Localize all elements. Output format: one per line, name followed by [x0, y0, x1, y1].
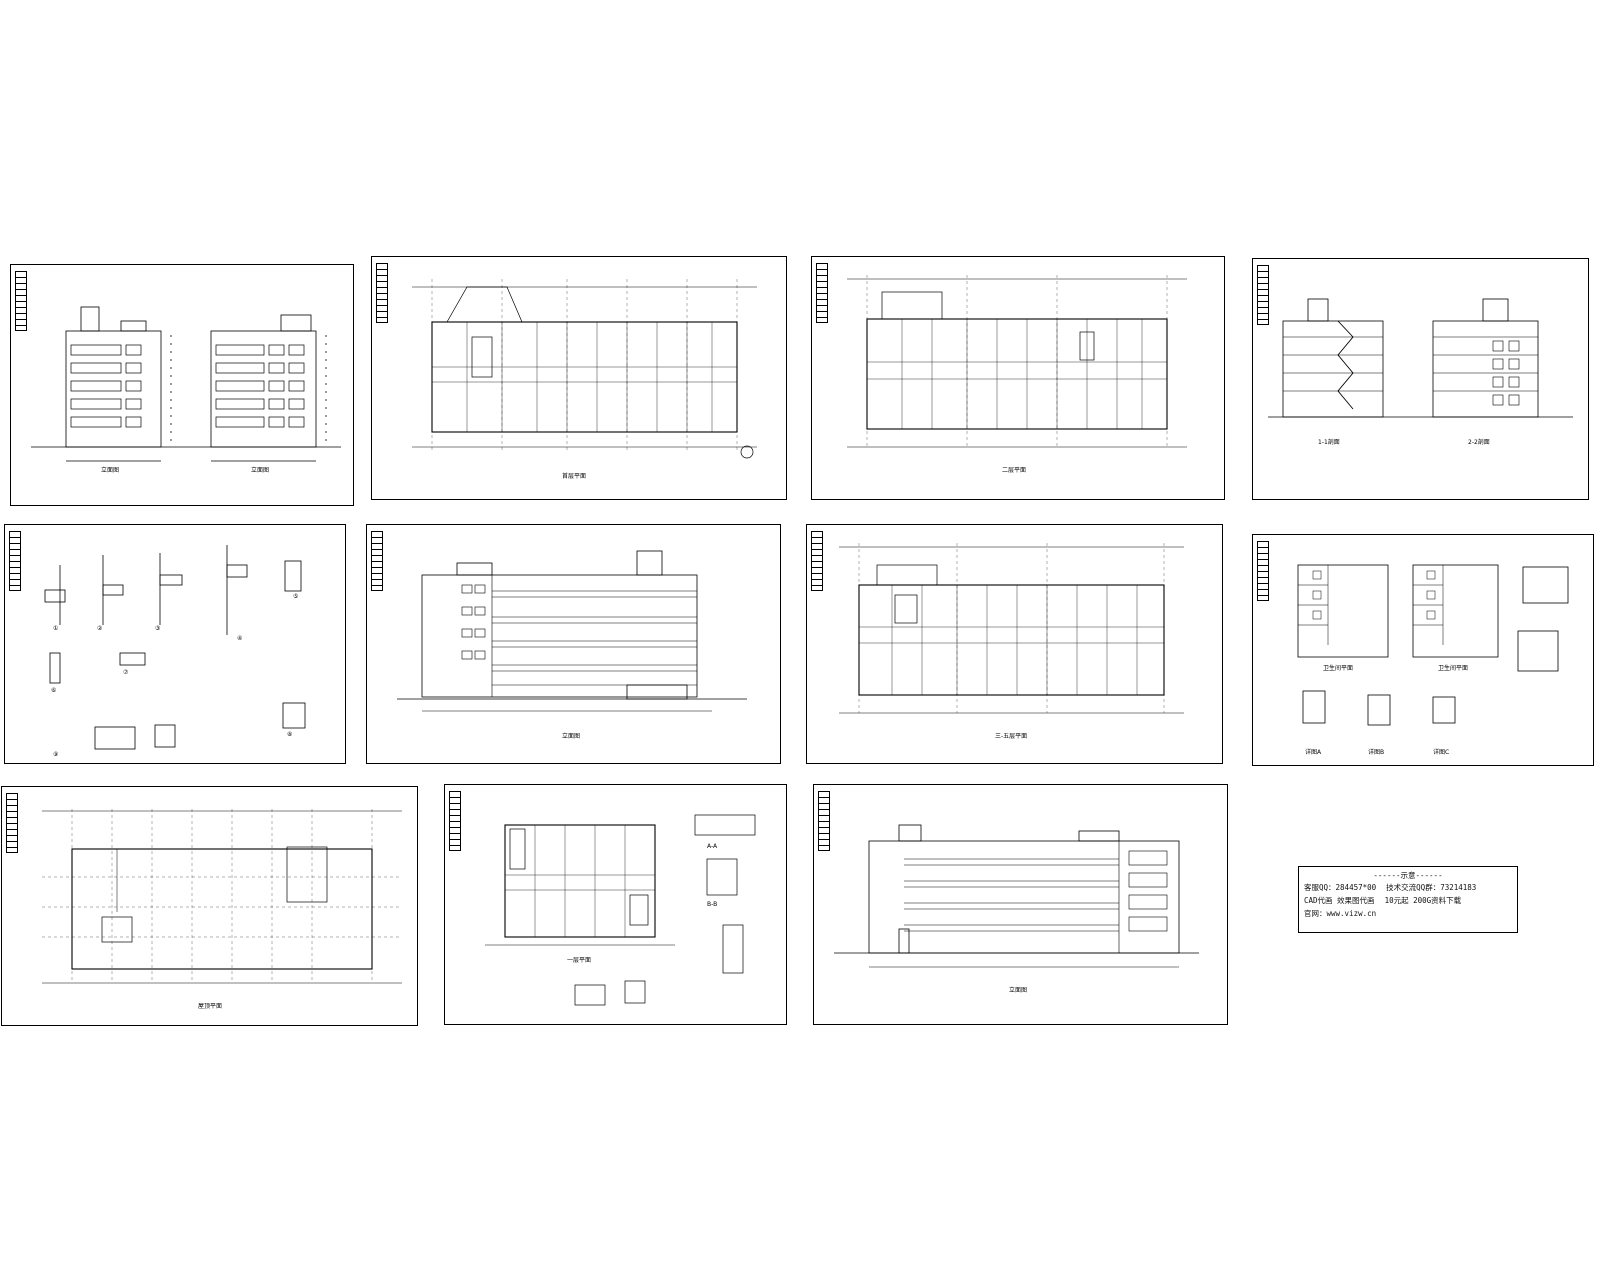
- title-block: [9, 531, 21, 591]
- caption: ③: [155, 625, 161, 632]
- detail-drawing: [1297, 564, 1569, 726]
- caption: ⑧: [287, 731, 293, 738]
- roof-plan-drawing: [42, 809, 402, 984]
- caption: 详图A: [1305, 749, 1322, 756]
- title-block: [1257, 541, 1269, 601]
- caption: ④: [237, 635, 243, 642]
- title-block: [376, 263, 388, 323]
- caption: 卫生间平面: [1438, 665, 1469, 672]
- caption: B-B: [707, 901, 718, 908]
- floor-plan-drawing: [847, 275, 1187, 448]
- caption: 1-1剖面: [1318, 439, 1340, 446]
- legend-line1a: 客服QQ：284457*00: [1304, 883, 1377, 892]
- elevation-drawing: [834, 824, 1199, 968]
- caption: ②: [97, 625, 103, 632]
- caption: 卫生间平面: [1323, 665, 1354, 672]
- caption: 立面图: [1009, 987, 1028, 994]
- caption: 立面图: [562, 733, 581, 740]
- legend-line1b: 技术交流QQ群：73214183: [1386, 883, 1477, 892]
- legend-line2b: 10元起 200G资料下载: [1384, 896, 1462, 905]
- drawing-sheet-long-elevation: 立面图: [366, 524, 781, 764]
- caption: 2-2剖面: [1468, 439, 1490, 446]
- caption: ①: [53, 625, 59, 632]
- drawing-sheet-rear-elevation: 立面图: [813, 784, 1228, 1025]
- elevation-drawing: [31, 306, 341, 462]
- caption: 首层平面: [562, 473, 587, 480]
- section-drawing: [1268, 298, 1573, 418]
- info-legend-box: ------示意------ 客服QQ：284457*00 技术交流QQ群：73…: [1298, 866, 1518, 933]
- drawing-sheet-annex-plan: 一层平面 A-A B-B: [444, 784, 787, 1025]
- caption: 立面图: [101, 467, 120, 474]
- title-block: [1257, 265, 1269, 325]
- caption: ⑨: [53, 751, 59, 758]
- drawing-sheet-roof-plan: 屋顶平面: [1, 786, 418, 1026]
- caption: ⑤: [293, 593, 299, 600]
- caption: 详图B: [1368, 749, 1385, 756]
- caption: ⑦: [123, 669, 129, 676]
- drawing-sheet-elevations: 立面图 立面图: [10, 264, 354, 506]
- drawing-sheet-details: ① ② ③ ④ ⑤ ⑥ ⑦ ⑧ ⑨: [4, 524, 346, 764]
- floor-plan-drawing: [839, 543, 1184, 714]
- title-block: [816, 263, 828, 323]
- elevation-drawing: [397, 550, 747, 712]
- title-block: [15, 271, 27, 331]
- detail-drawing: [44, 545, 306, 750]
- drawing-sheet-second-floor-plan: 二层平面: [811, 256, 1225, 500]
- drawing-sheet-sections: 1-1剖面 2-2剖面: [1252, 258, 1589, 500]
- caption: 一层平面: [567, 957, 592, 964]
- caption: ⑥: [51, 687, 57, 694]
- legend-title: ------示意------: [1373, 871, 1443, 880]
- caption: A-A: [707, 843, 718, 850]
- title-block: [811, 531, 823, 591]
- caption: 立面图: [251, 467, 270, 474]
- drawing-sheet-upper-floor-plan: 三-五层平面: [806, 524, 1223, 764]
- caption: 屋顶平面: [198, 1003, 223, 1010]
- title-block: [371, 531, 383, 591]
- title-block: [449, 791, 461, 851]
- title-block: [818, 791, 830, 851]
- title-block: [6, 793, 18, 853]
- legend-line2a: CAD代画 效果图代画: [1304, 896, 1375, 905]
- caption: 二层平面: [1002, 467, 1027, 474]
- floor-plan-drawing: [412, 279, 757, 459]
- legend-line3: 官网：www.vizw.cn: [1304, 909, 1377, 918]
- drawing-sheet-ground-floor-plan: 首层平面: [371, 256, 787, 500]
- annex-plan-drawing: [485, 814, 756, 1006]
- caption: 详图C: [1433, 749, 1450, 756]
- caption: 三-五层平面: [995, 733, 1028, 740]
- drawing-sheet-toilet-details: 卫生间平面 卫生间平面 详图A 详图B 详图C: [1252, 534, 1594, 766]
